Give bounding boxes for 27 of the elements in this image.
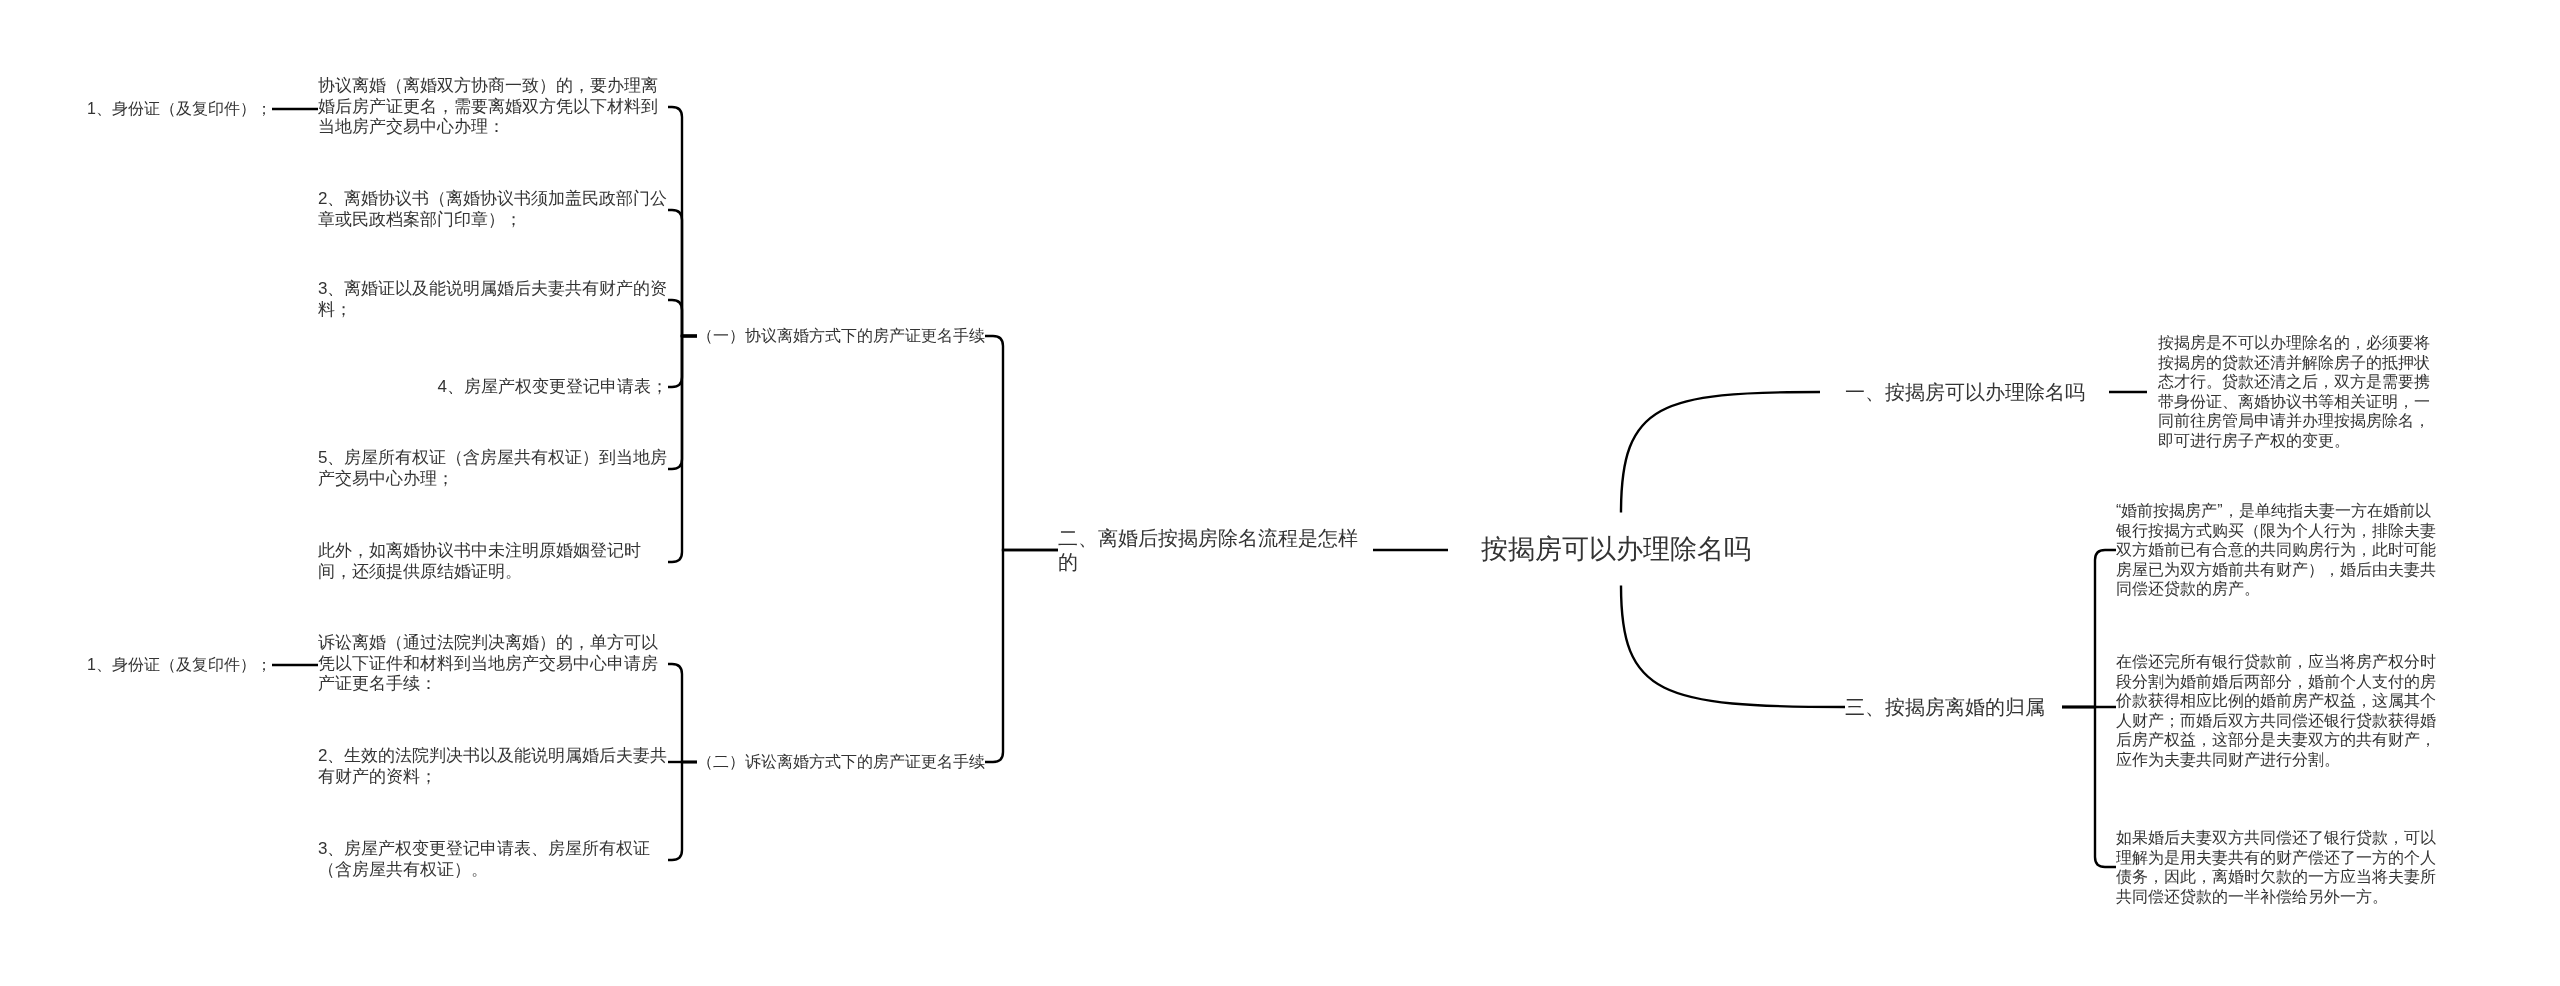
note-text: 3、离婚证以及能说明属婚后夫妻共有财产的资料； — [318, 279, 668, 321]
subtopic-text: （二）诉讼离婚方式下的房产证更名手续 — [697, 750, 985, 774]
branch-topic: 二、离婚后按揭房除名流程是怎样的 — [1058, 525, 1373, 575]
subtopic-text: （一）协议离婚方式下的房产证更名手续 — [697, 324, 985, 348]
note-text: 诉讼离婚（通过法院判决离婚）的，单方可以凭以下证件和材料到当地房产交易中心申请房产证更名手续： — [318, 632, 668, 696]
note-text: 5、房屋所有权证（含房屋共有权证）到当地房产交易中心办理； — [318, 448, 668, 490]
connector-line — [1619, 390, 1820, 513]
connector-line — [272, 663, 318, 667]
connector-line — [1373, 548, 1448, 552]
note-text: 此外，如离婚协议书中未注明原婚姻登记时间，还须提供原结婚证明。 — [318, 541, 668, 583]
note-text: 如果婚后夫妻双方共同偿还了银行贷款，可以理解为是用夫妻共有的财产偿还了一方的个人债务，因此，离婚时欠款的一方应当将夫妻所共同偿还贷款的一半补偿给另外一方。 — [2116, 827, 2446, 907]
note-text: “婚前按揭房产”，是单纯指夫妻一方在婚前以银行按揭方式购买（限为个人行为，排除夫妻双方婚前已有合意的共同购房行为，此时可能房屋已为双方婚前共有财产），婚后由夫妻共同偿还贷款的房产。 — [2116, 501, 2446, 599]
branch-topic: 一、按揭房可以办理除名吗 — [1820, 373, 2109, 411]
connector-line — [2109, 390, 2147, 394]
connector-line — [1619, 585, 1845, 709]
note-text: 按揭房是不可以办理除名的，必须要将按揭房的贷款还清并解除房子的抵押状态才行。贷款还清之后，双方是需要携带身份证、离婚协议书等相关证明，一同前往房管局申请并办理按揭房除名，即可进行房子产权的变更。 — [2147, 333, 2443, 451]
note-text: 3、房屋产权变更登记申请表、房屋所有权证（含房屋共有权证）。 — [318, 839, 668, 881]
note-text: 2、离婚协议书（离婚协议书须加盖民政部门公章或民政档案部门印章）； — [318, 189, 668, 231]
note-text: 在偿还完所有银行贷款前，应当将房产权分时段分割为婚前婚后两部分，婚前个人支付的房价款获得相应比例的婚前房产权益，这属其个人财产；而婚后双方共同偿还银行贷款获得婚后房产权益，这部分是夫妻双方的共有财产，应作为夫妻共同财产进行分割。 — [2116, 652, 2446, 770]
note-text: 2、生效的法院判决书以及能说明属婚后夫妻共有财产的资料； — [318, 746, 668, 788]
central-topic: 按揭房可以办理除名吗 — [1448, 512, 1751, 586]
note-text: 1、身份证（及复印件）； — [60, 655, 272, 675]
note-text: 1、身份证（及复印件）； — [60, 99, 272, 119]
branch-topic: 三、按揭房离婚的归属 — [1845, 688, 2062, 726]
connector-line — [272, 107, 318, 111]
note-text: 4、房屋产权变更登记申请表； — [318, 376, 668, 398]
note-text: 协议离婚（离婚双方协商一致）的，要办理离婚后房产证更名，需要离婚双方凭以下材料到当地房产交易中心办理： — [318, 75, 668, 139]
